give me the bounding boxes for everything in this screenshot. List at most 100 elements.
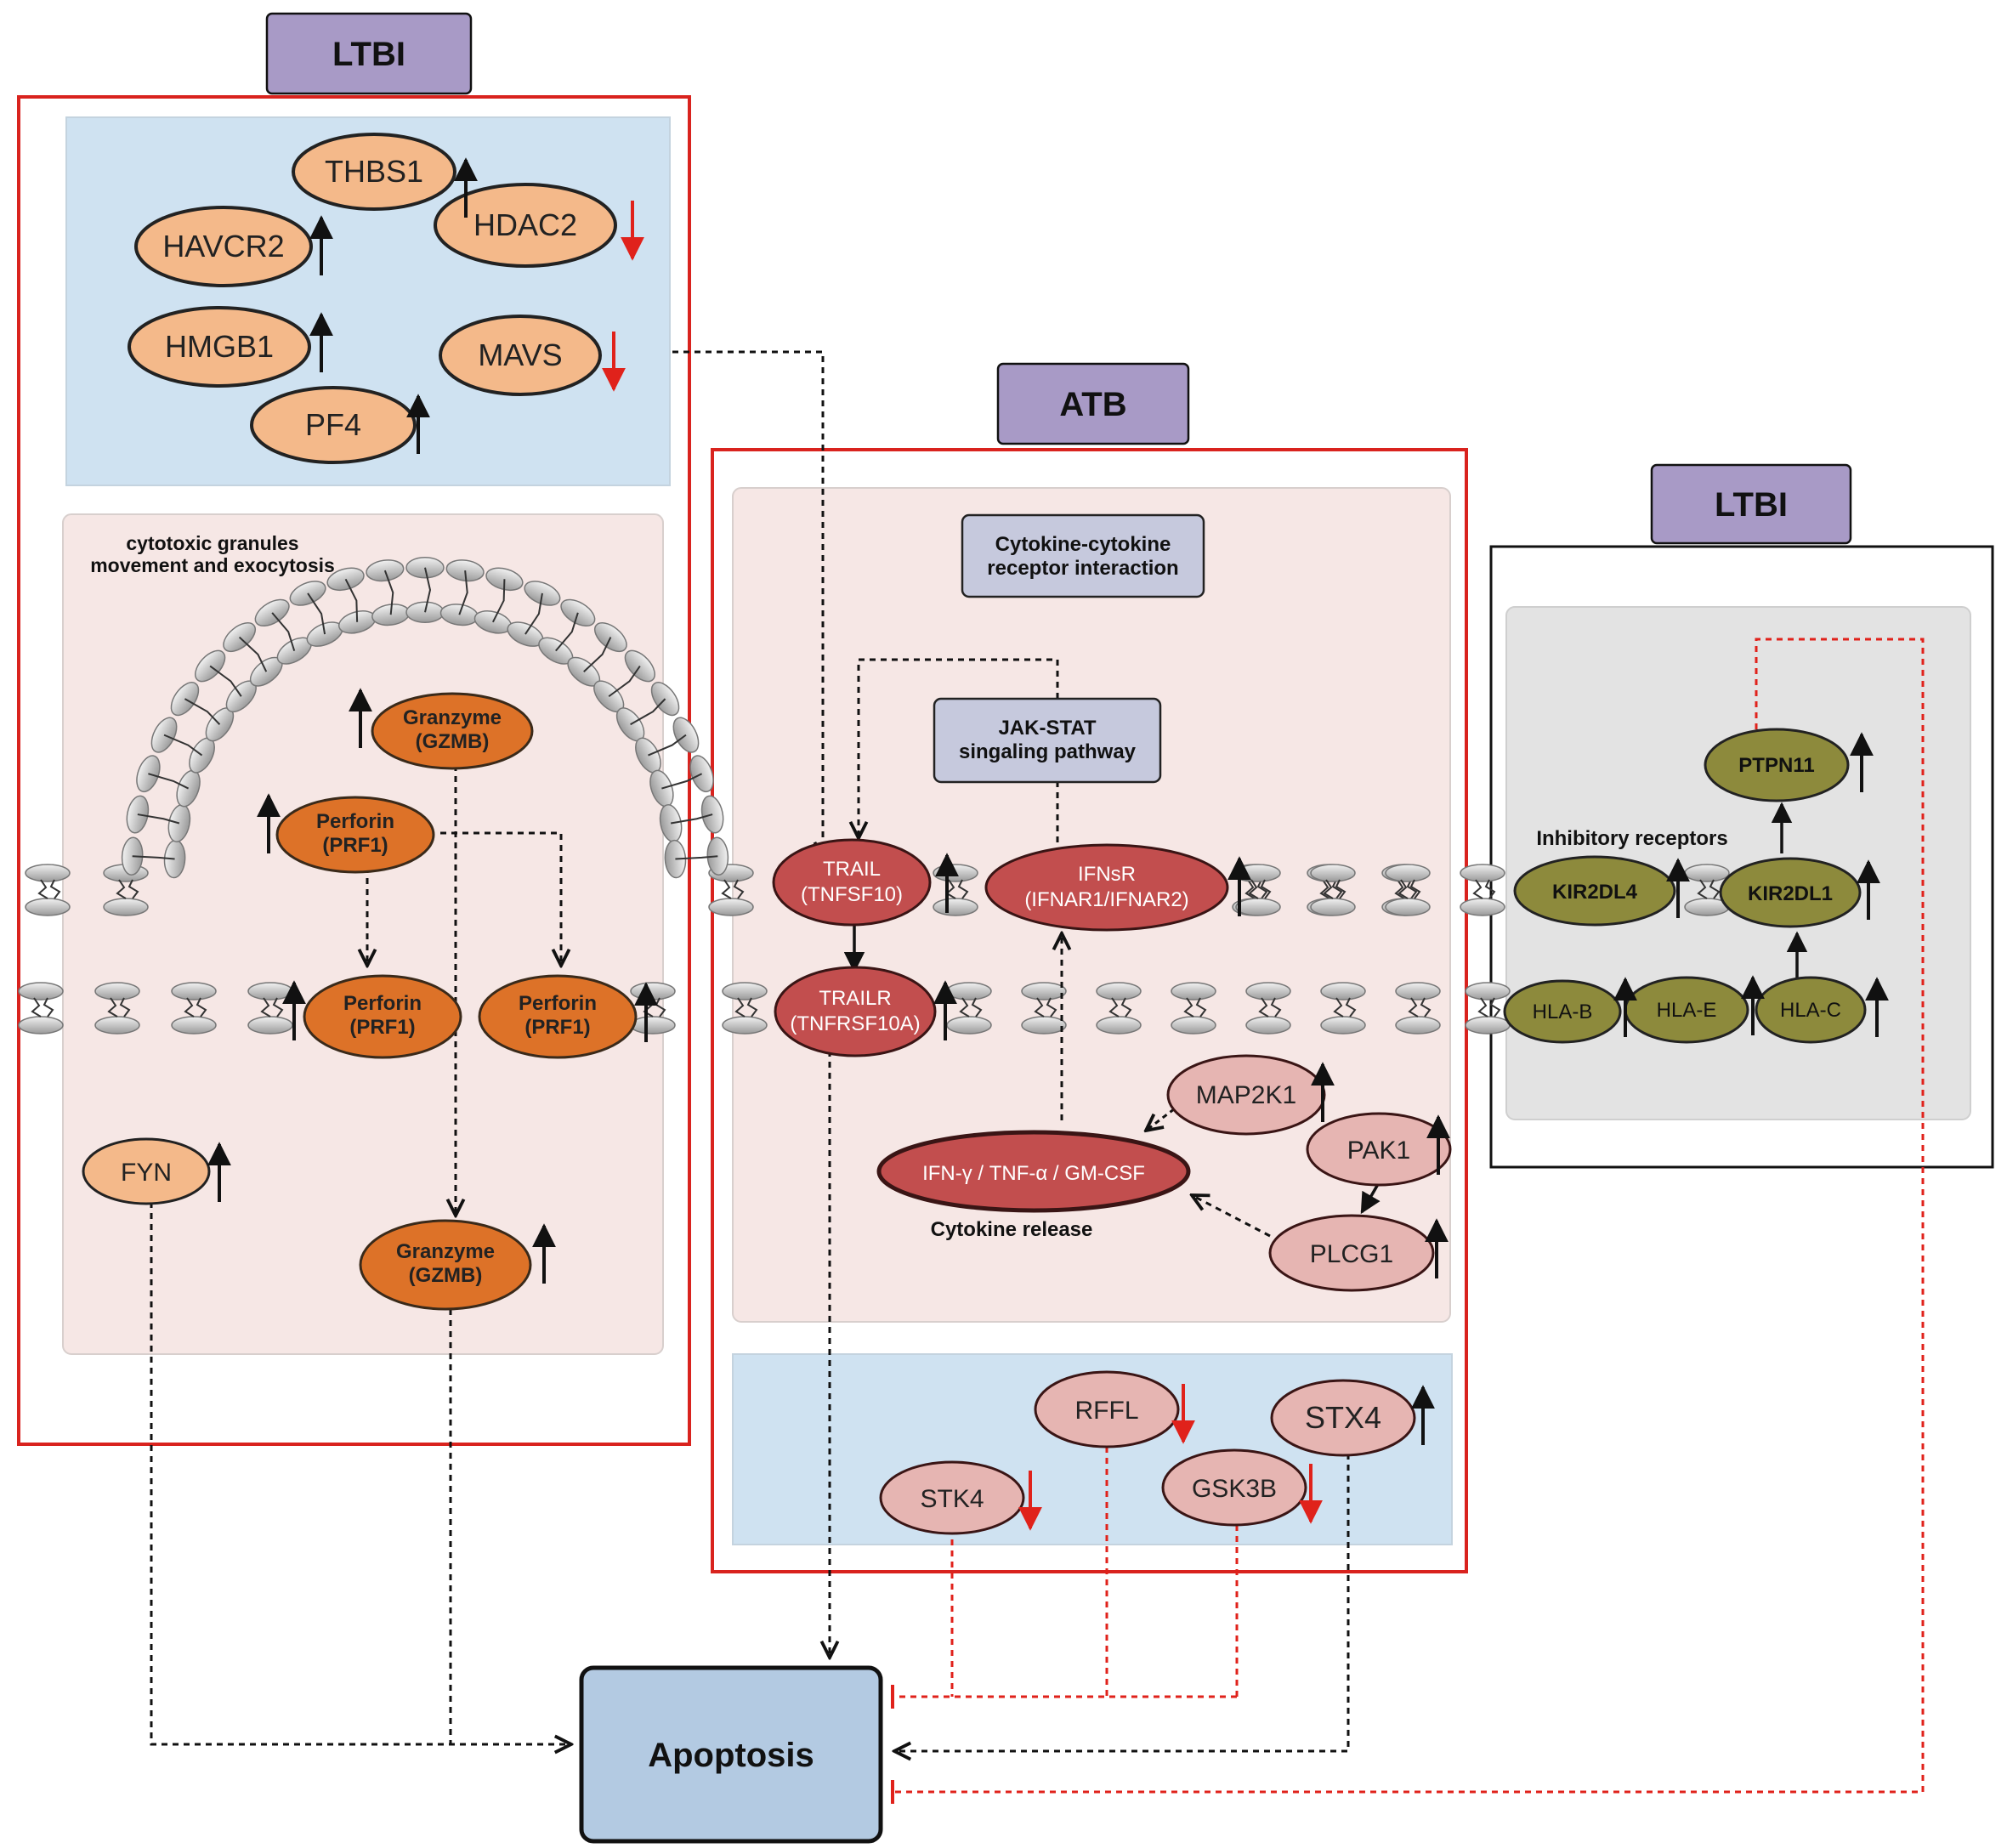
lipid-unit	[1021, 982, 1067, 1035]
trailr-line2: (TNFRSF10A)	[790, 1012, 920, 1035]
jakstat-to-trail-arrow	[859, 658, 1059, 838]
gene-hla-e-label: HLA-E	[1657, 999, 1717, 1022]
lipid-unit	[94, 982, 140, 1035]
gene-hdac2-label: HDAC2	[473, 207, 577, 242]
granzyme-top-line2: (GZMB)	[416, 730, 490, 753]
gene-stx4: STX4	[1270, 1379, 1416, 1457]
lipid-unit	[946, 982, 992, 1035]
lipid-unit	[1171, 982, 1216, 1035]
granzyme-bottom-line2: (GZMB)	[409, 1264, 483, 1287]
gene-fyn-label: FYN	[121, 1159, 172, 1187]
granule-lipid-unit	[664, 836, 729, 879]
gene-rffl-label: RFFL	[1075, 1397, 1139, 1425]
gene-stx4-label: STX4	[1305, 1400, 1381, 1435]
inhibitory-receptors-label: Inhibitory receptors	[1536, 827, 1727, 850]
perforin-left-node: Perforin (PRF1)	[303, 974, 462, 1059]
gene-hla-c: HLA-C	[1755, 976, 1867, 1044]
lipid-unit	[1684, 864, 1730, 916]
ifnsr-node: IFNsR (IFNAR1/IFNAR2)	[984, 843, 1229, 932]
gene-thbs1-label: THBS1	[325, 154, 423, 189]
gene-hdac2: HDAC2	[434, 183, 617, 268]
gene-kir2dl4: KIR2DL4	[1513, 855, 1676, 927]
fyn-to-apoptosis-arrow	[150, 1202, 571, 1744]
granule-note-line2: movement and exocytosis	[90, 554, 335, 576]
atb-header: ATB	[996, 362, 1190, 445]
gene-havcr2: HAVCR2	[134, 206, 313, 287]
jakstat-box-line1: JAK-STAT	[998, 717, 1096, 740]
mavs-to-trail-arrow	[672, 350, 823, 859]
lipid-unit	[1310, 864, 1356, 916]
granule-lipid-unit	[326, 567, 377, 634]
lipid-unit	[18, 982, 64, 1035]
granule-lipid-unit	[289, 581, 343, 647]
ltbi-left-frame	[17, 95, 691, 1446]
gene-kir2dl4-label: KIR2DL4	[1552, 881, 1638, 904]
granule-lipid-unit	[615, 682, 680, 742]
gene-gsk3b: GSK3B	[1161, 1448, 1307, 1527]
gene-thbs1: THBS1	[292, 133, 456, 211]
granule-lipid-unit	[170, 682, 235, 742]
map2k1-to-cytokines-arrow	[1146, 1102, 1182, 1131]
granule-lipid-unit	[635, 717, 700, 774]
ltbi-left-lower-panel	[62, 513, 664, 1355]
gene-ptpn11-label: PTPN11	[1738, 754, 1814, 777]
lipid-unit	[722, 982, 768, 1035]
gene-hla-e: HLA-E	[1624, 976, 1749, 1044]
cytokines-label: IFN-γ / TNF-α / GM-CSF	[922, 1162, 1145, 1185]
gene-kir2dl1: KIR2DL1	[1719, 857, 1862, 928]
perforin-top-line1: Perforin	[316, 810, 394, 833]
trailr-line1: TRAILR	[819, 987, 891, 1010]
granzyme-bottom-node: Granzyme (GZMB)	[359, 1219, 532, 1311]
gene-fyn: FYN	[82, 1137, 211, 1205]
trailr-node: TRAILR (TNFRSF10A)	[774, 966, 937, 1057]
granule-lipid-unit	[136, 755, 201, 808]
apoptosis-box: Apoptosis	[579, 1665, 883, 1844]
gene-plcg1: PLCG1	[1268, 1214, 1435, 1292]
gene-hla-b: HLA-B	[1503, 979, 1622, 1044]
stx4-to-apoptosis-arrow	[894, 1454, 1350, 1751]
gene-hmgb1-label: HMGB1	[165, 329, 274, 364]
perforin-left-line1: Perforin	[343, 992, 422, 1015]
gene-plcg1-label: PLCG1	[1310, 1240, 1393, 1268]
granule-lipid-unit	[649, 755, 714, 808]
granule-membrane-arc	[121, 557, 729, 879]
cytokine-release-label: Cytokine release	[931, 1218, 1093, 1241]
perforin-right-line1: Perforin	[519, 992, 597, 1015]
apoptosis-label: Apoptosis	[648, 1737, 814, 1774]
ltbi-right-header: LTBI	[1650, 463, 1852, 545]
gene-hla-b-label: HLA-B	[1533, 1001, 1593, 1023]
cytokine-box-line1: Cytokine-cytokine	[995, 533, 1171, 556]
ltbi-right-header-label: LTBI	[1715, 486, 1788, 524]
cytokines-node: IFN-γ / TNF-α / GM-CSF	[876, 1130, 1191, 1213]
lipid-unit	[1460, 864, 1505, 916]
gene-havcr2-label: HAVCR2	[162, 229, 284, 264]
trail-node: TRAIL (TNFSF10)	[772, 838, 932, 927]
granzyme-top-line1: Granzyme	[403, 706, 502, 729]
gene-pak1: PAK1	[1306, 1112, 1452, 1187]
granule-lipid-unit	[405, 557, 445, 623]
cytokine-receptor-box: Cytokine-cytokine receptor interaction	[961, 513, 1205, 598]
granule-lipid-unit	[254, 598, 312, 665]
granule-lipid-unit	[439, 559, 485, 626]
granule-lipid-unit	[538, 598, 596, 665]
granule-lipid-unit	[150, 717, 215, 774]
perforin-left-line2: (PRF1)	[349, 1016, 415, 1039]
gene-pak1-label: PAK1	[1347, 1137, 1411, 1165]
atb-frame	[711, 448, 1468, 1573]
cell-membranes	[18, 864, 1730, 1035]
gene-pf4: PF4	[250, 386, 417, 464]
perforin-right-node: Perforin (PRF1)	[478, 974, 638, 1059]
granule-lipid-unit	[366, 559, 411, 626]
granzyme-top-node: Granzyme (GZMB)	[371, 692, 534, 770]
lipid-unit	[25, 864, 71, 916]
lipid-unit	[171, 982, 217, 1035]
lipid-unit	[247, 982, 293, 1035]
granule-lipid-unit	[567, 622, 627, 687]
granule-lipid-unit	[473, 567, 524, 634]
ptpn11-inhibits-apoptosis	[893, 638, 1925, 1794]
jakstat-box-line2: singaling pathway	[959, 740, 1137, 763]
granule-lipid-unit	[223, 622, 283, 687]
connectors	[150, 350, 1925, 1804]
ltbi-right-frame	[1489, 545, 1994, 1169]
perforin-top-line2: (PRF1)	[322, 834, 388, 857]
